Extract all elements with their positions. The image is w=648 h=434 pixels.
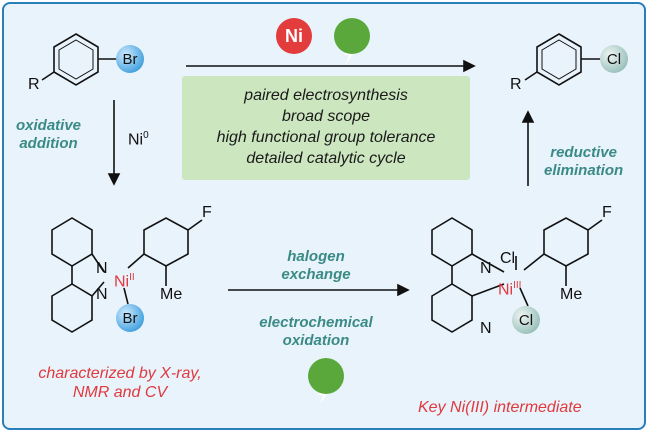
arrow-head-left <box>107 173 121 186</box>
fluorine-atom-left: F <box>202 204 212 221</box>
bromine-ligand: Br <box>116 304 144 332</box>
nickel-badge: Ni <box>276 18 312 54</box>
nitrogen-atom-upper-right: N <box>480 260 492 277</box>
highlights-box: paired electrosynthesis broad scope high… <box>182 76 470 180</box>
intermediate-caption: Key Ni(III) intermediate <box>418 399 582 416</box>
pyridine-ring-lower-left <box>51 283 93 333</box>
pyridine-ring-upper-right <box>431 217 473 267</box>
fluorine-atom-right: F <box>602 204 612 221</box>
highlight-4: detailed catalytic cycle <box>246 150 406 167</box>
highlight-2: broad scope <box>281 108 371 125</box>
arrow-head-bottom <box>397 283 410 297</box>
nickel-ii-center: NiII <box>114 272 135 291</box>
highlight-3: high functional group tolerance <box>216 129 436 146</box>
nitrogen-atom-lower-left: N <box>96 286 108 303</box>
electricity-badge-bottom <box>308 358 344 394</box>
ni0-reagent-label: Ni0 <box>128 130 149 149</box>
methyl-group-left: Me <box>160 286 183 303</box>
highlight-1: paired electrosynthesis <box>244 87 408 104</box>
chlorine-atom-upper: Cl <box>500 250 516 267</box>
fluoroaryl-ring-left <box>143 217 189 267</box>
nickel-iii-center: NiIII <box>498 280 522 299</box>
pyridine-ring-upper-left <box>51 217 93 267</box>
r-group-right: R <box>510 76 522 93</box>
pyridine-ring-lower-right <box>431 283 473 333</box>
electricity-badge <box>334 18 370 54</box>
bromine-atom-top: Br <box>116 45 144 73</box>
arrow-head-top <box>463 59 476 73</box>
r-group-left: R <box>28 76 40 93</box>
aryl-bromide-ring <box>53 33 99 86</box>
characterization-caption: characterized by X-ray,NMR and CV <box>38 365 202 401</box>
fluoroaryl-ring-right <box>543 217 589 267</box>
chlorine-ligand: Cl <box>512 306 540 334</box>
methyl-group-right: Me <box>560 286 583 303</box>
nitrogen-atom-lower-right: N <box>480 320 492 337</box>
chlorine-atom-top: Cl <box>600 45 628 73</box>
structures-drawing <box>41 33 603 404</box>
aryl-chloride-ring <box>536 33 582 86</box>
nitrogen-atom-upper-left: N <box>96 260 108 277</box>
arrow-head-right <box>521 110 535 123</box>
